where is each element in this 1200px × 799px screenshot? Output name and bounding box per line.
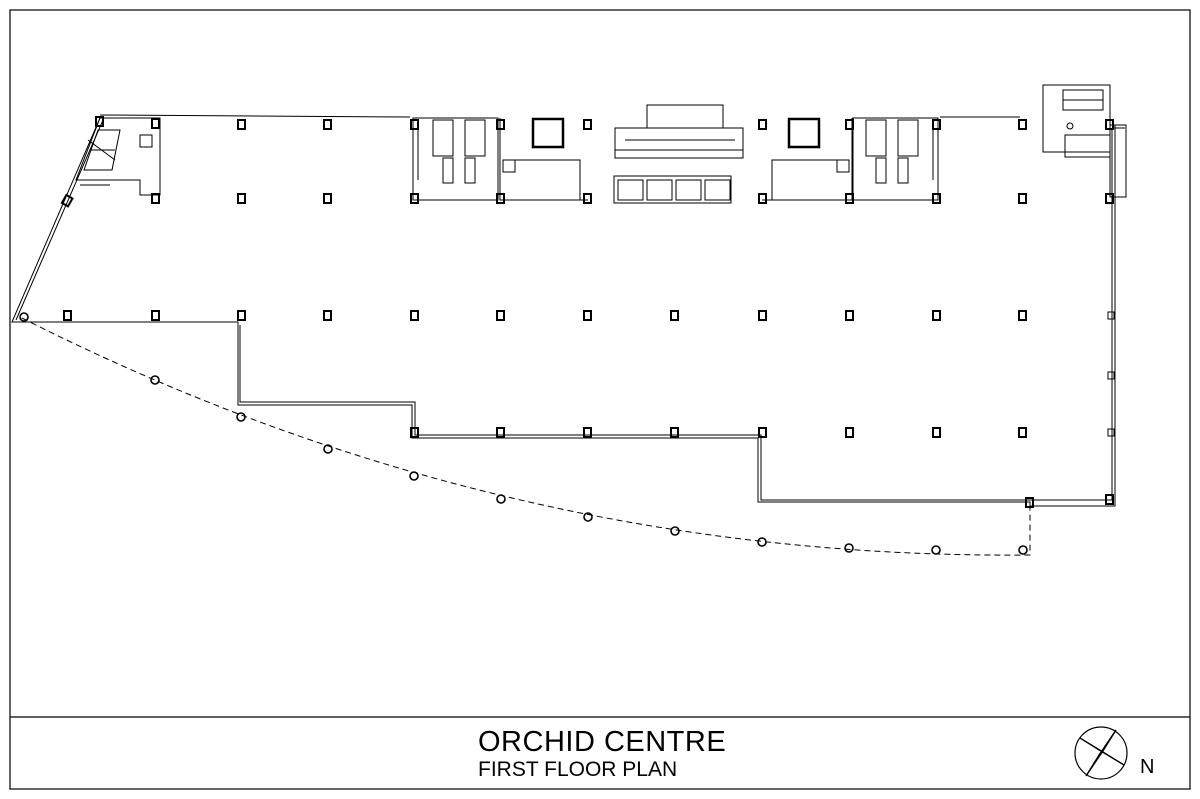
east-stair-core [1042,84,1111,158]
west-stair-core [75,117,161,196]
canopy-edge-dashed [21,317,1031,556]
project-title: ORCHID CENTRE [478,726,727,758]
drawing-title: FIRST FLOOR PLAN [478,758,678,781]
north-label: N [1140,756,1155,778]
central-core [499,104,853,204]
west-toilets [412,117,499,201]
structural-columns [60,116,1115,508]
east-toilets [852,117,939,201]
round-columns [19,312,1028,555]
north-arrow-icon [1074,726,1128,780]
building-outline [11,114,1127,507]
sheet-border [9,9,1191,790]
